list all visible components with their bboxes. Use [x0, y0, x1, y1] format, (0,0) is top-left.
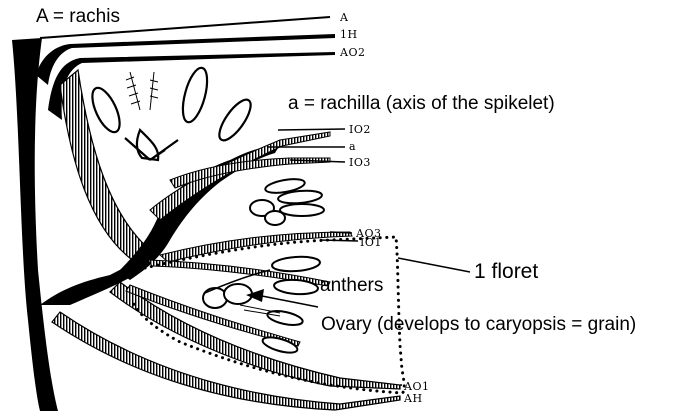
code-AO2: AO2 — [340, 46, 365, 59]
floret-label: 1 floret — [474, 260, 538, 284]
stigma-feathers — [126, 72, 158, 110]
code-1H: 1H — [340, 28, 358, 41]
upper-floret — [87, 65, 256, 160]
anthers-label: anthers — [320, 275, 383, 297]
code-a: a — [349, 140, 356, 153]
code-A: A — [340, 11, 348, 24]
code-IO1: IO1 — [360, 236, 382, 249]
code-AH: AH — [404, 392, 423, 405]
middle-anthers — [250, 177, 324, 225]
code-IO3: IO3 — [349, 156, 371, 169]
ovary-arrow-line — [262, 296, 318, 307]
floret-pointer — [398, 258, 470, 272]
rachilla-label: a = rachilla (axis of the spikelet) — [288, 93, 555, 115]
ovary — [203, 284, 252, 308]
code-IO2: IO2 — [349, 123, 371, 136]
rachis-label: A = rachis — [36, 6, 120, 28]
ovary-label: Ovary (develops to caryopsis = grain) — [321, 314, 636, 336]
